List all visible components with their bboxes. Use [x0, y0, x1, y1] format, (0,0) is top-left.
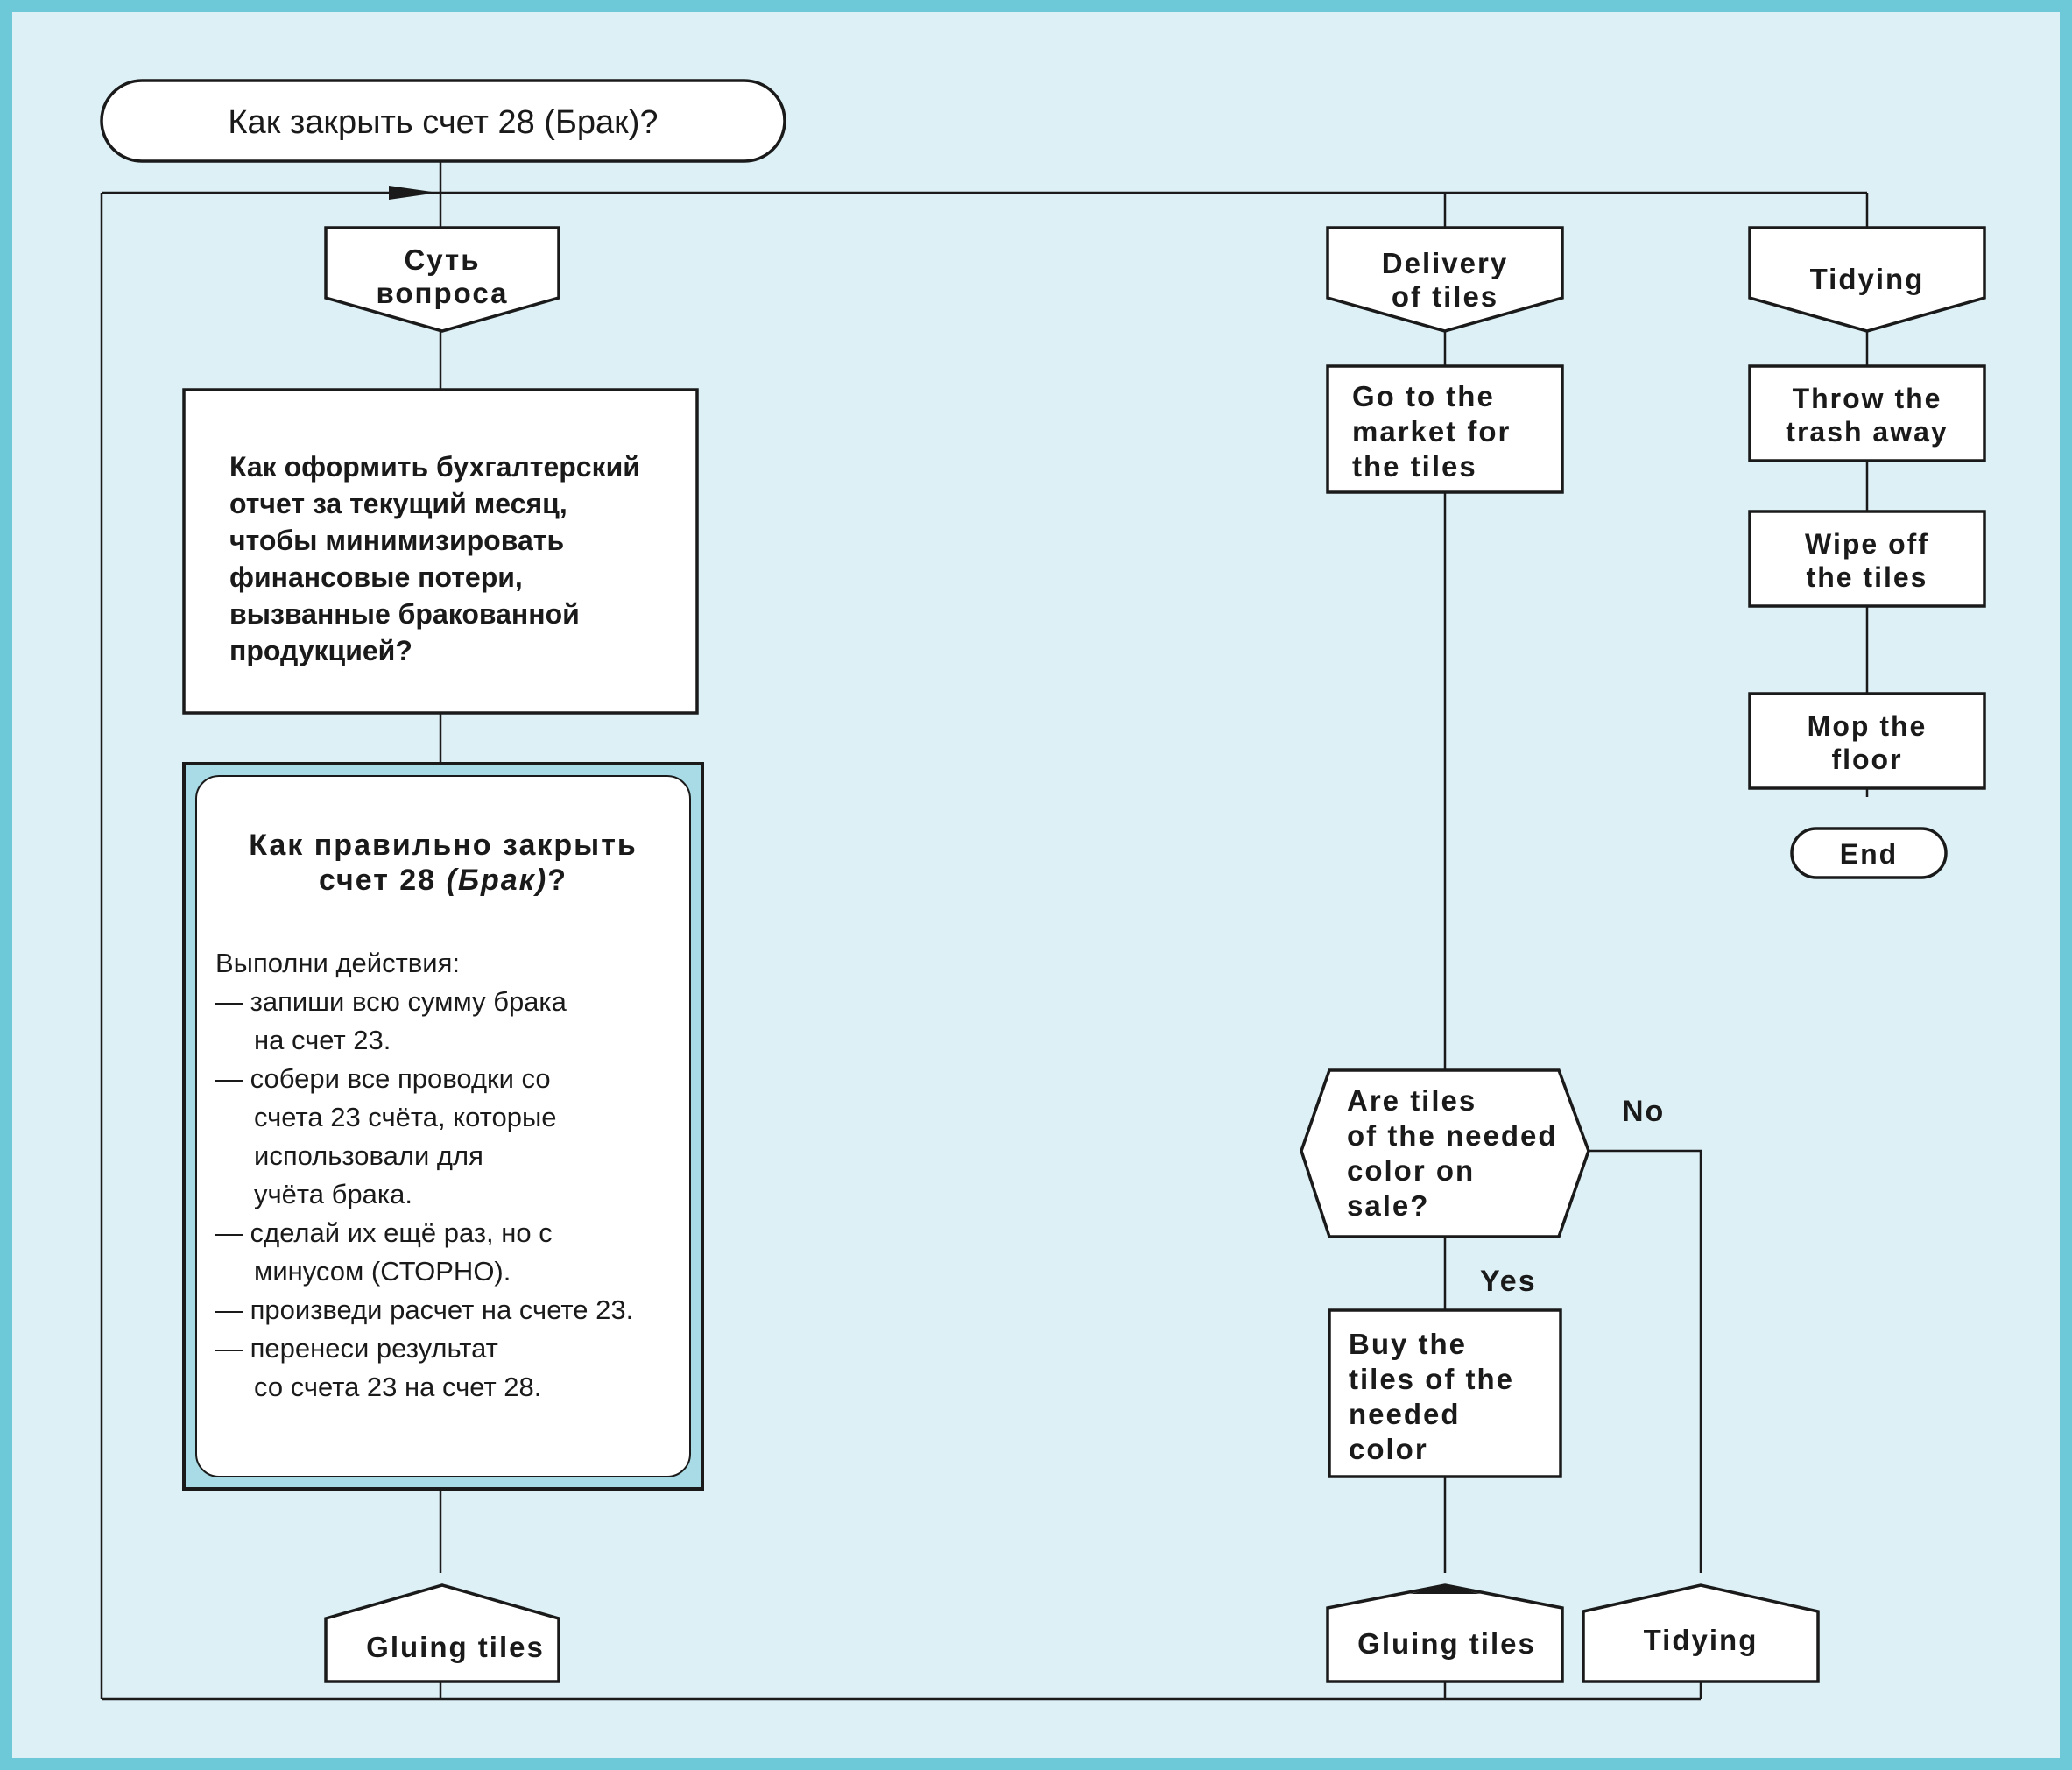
- end-terminator: End: [1790, 827, 1948, 879]
- throw-line-1: Throw the: [1793, 383, 1942, 414]
- decision-line-2: of the needed: [1347, 1119, 1558, 1152]
- answer-card-frame: Как правильно закрыть счет 28 (Брак)? Вы…: [182, 762, 704, 1491]
- market-box: Go to the market for the tiles: [1326, 364, 1564, 494]
- answer-line-5: счета 23 счёта, которые: [254, 1102, 557, 1132]
- answer-line-11: — перенеси результат: [215, 1333, 498, 1364]
- buy-shape: [1328, 1308, 1562, 1478]
- yes-label: Yes: [1480, 1265, 1537, 1298]
- tidying-header-shape: [1748, 226, 1986, 333]
- decision-shape: [1300, 1068, 1590, 1238]
- middle-footer-label: Gluing tiles: [1357, 1627, 1536, 1660]
- answer-title-prefix: счет 28: [319, 864, 447, 897]
- answer-title-suffix: ?: [547, 864, 567, 897]
- answer-line-1: Выполни действия:: [215, 948, 460, 978]
- buy-line-1: Buy the: [1349, 1328, 1467, 1360]
- answer-line-6: использовали для: [254, 1140, 483, 1171]
- answer-line-12: со счета 23 на счет 28.: [254, 1372, 541, 1402]
- market-line-1: Go to the: [1352, 380, 1495, 413]
- throw-box: Throw the trash away: [1748, 364, 1986, 462]
- market-line-2: market for: [1352, 415, 1511, 448]
- loop-arrowhead: [389, 186, 438, 200]
- middle-footer-pentagon: Gluing tiles: [1326, 1583, 1564, 1683]
- buy-line-3: needed: [1349, 1398, 1461, 1430]
- answer-title-line-1: Как правильно закрыть: [249, 829, 638, 862]
- wipe-line-1: Wipe off: [1805, 528, 1929, 560]
- answer-line-8: — сделай их ещё раз, но с: [215, 1217, 553, 1248]
- market-shape: [1326, 364, 1564, 494]
- mop-shape: [1748, 692, 1986, 790]
- wipe-line-2: the tiles: [1807, 561, 1928, 593]
- tidying-header-pentagon: Tidying: [1748, 226, 1986, 333]
- question-shape: [182, 388, 699, 715]
- answer-line-7: учёта брака.: [254, 1179, 412, 1209]
- throw-line-2: trash away: [1786, 416, 1948, 448]
- question-line-2: отчет за текущий месяц,: [229, 488, 567, 519]
- no-footer-pentagon: Tidying: [1582, 1583, 1820, 1683]
- delivery-header-pentagon: Delivery of tiles: [1326, 226, 1564, 333]
- connectors: [100, 161, 1869, 1701]
- buy-box: Buy the tiles of the needed color: [1328, 1308, 1562, 1478]
- no-branch-line: [1589, 1149, 1702, 1573]
- decision-line-3: color on: [1347, 1154, 1475, 1187]
- middle-footer-shape: [1326, 1583, 1564, 1683]
- question-line-1: Как оформить бухгалтерский: [229, 451, 640, 483]
- start-shape: [100, 79, 786, 163]
- mop-line-1: Mop the: [1808, 710, 1928, 742]
- wipe-box: Wipe off the tiles: [1748, 510, 1986, 608]
- answer-line-10: — произведи расчет на счете 23.: [215, 1294, 633, 1325]
- left-header-line-2: вопроса: [377, 277, 509, 309]
- answer-line-9: минусом (СТОРНО).: [254, 1256, 511, 1287]
- question-line-6: продукцией?: [229, 635, 412, 666]
- question-line-3: чтобы минимизировать: [229, 525, 564, 556]
- diagram-canvas: Как закрыть счет 28 (Брак)? Суть вопроса…: [12, 12, 2060, 1758]
- left-header-pentagon: Суть вопроса: [324, 226, 560, 333]
- answer-line-2: — запиши всю сумму брака: [215, 986, 567, 1017]
- market-line-3: the tiles: [1352, 450, 1477, 483]
- delivery-header-line-1: Delivery: [1382, 247, 1508, 279]
- start-label: Как закрыть счет 28 (Брак)?: [228, 104, 658, 141]
- no-footer-label: Tidying: [1644, 1624, 1758, 1656]
- tidying-header-label: Tidying: [1810, 263, 1925, 295]
- question-box: Как оформить бухгалтерский отчет за теку…: [182, 388, 699, 715]
- no-label: No: [1622, 1095, 1665, 1128]
- answer-line-3: на счет 23.: [254, 1025, 391, 1055]
- decision-line-1: Are tiles: [1347, 1084, 1476, 1117]
- end-shape: [1790, 827, 1948, 879]
- left-footer-pentagon: Gluing tiles: [324, 1583, 560, 1683]
- left-header-shape: [324, 226, 560, 333]
- answer-card-shape: [195, 775, 691, 1477]
- wipe-shape: [1748, 510, 1986, 608]
- left-footer-shape: [324, 1583, 560, 1683]
- end-label: End: [1840, 838, 1898, 870]
- answer-title-italic: (Брак): [447, 864, 548, 897]
- delivery-header-shape: [1326, 226, 1564, 333]
- no-footer-shape: [1582, 1583, 1820, 1683]
- buy-line-4: color: [1349, 1433, 1428, 1465]
- flowchart: Как закрыть счет 28 (Брак)? Суть вопроса…: [100, 79, 1986, 1701]
- answer-line-4: — собери все проводки со: [215, 1063, 551, 1094]
- left-header-line-1: Суть: [404, 243, 480, 276]
- decision-hexagon: Are tiles of the needed color on sale?: [1300, 1068, 1590, 1238]
- mop-line-2: floor: [1831, 744, 1902, 775]
- mop-box: Mop the floor: [1748, 692, 1986, 790]
- buy-line-2: tiles of the: [1349, 1363, 1514, 1395]
- answer-title-line-2: счет 28 (Брак)?: [319, 864, 567, 897]
- throw-shape: [1748, 364, 1986, 462]
- question-line-5: вызванные бракованной: [229, 598, 580, 630]
- start-terminator: Как закрыть счет 28 (Брак)?: [100, 79, 786, 163]
- left-footer-label: Gluing tiles: [366, 1631, 545, 1663]
- middle-footer-peak-fill: [1410, 1585, 1480, 1594]
- delivery-header-line-2: of tiles: [1392, 280, 1498, 313]
- question-line-4: финансовые потери,: [229, 561, 523, 593]
- decision-line-4: sale?: [1347, 1189, 1429, 1222]
